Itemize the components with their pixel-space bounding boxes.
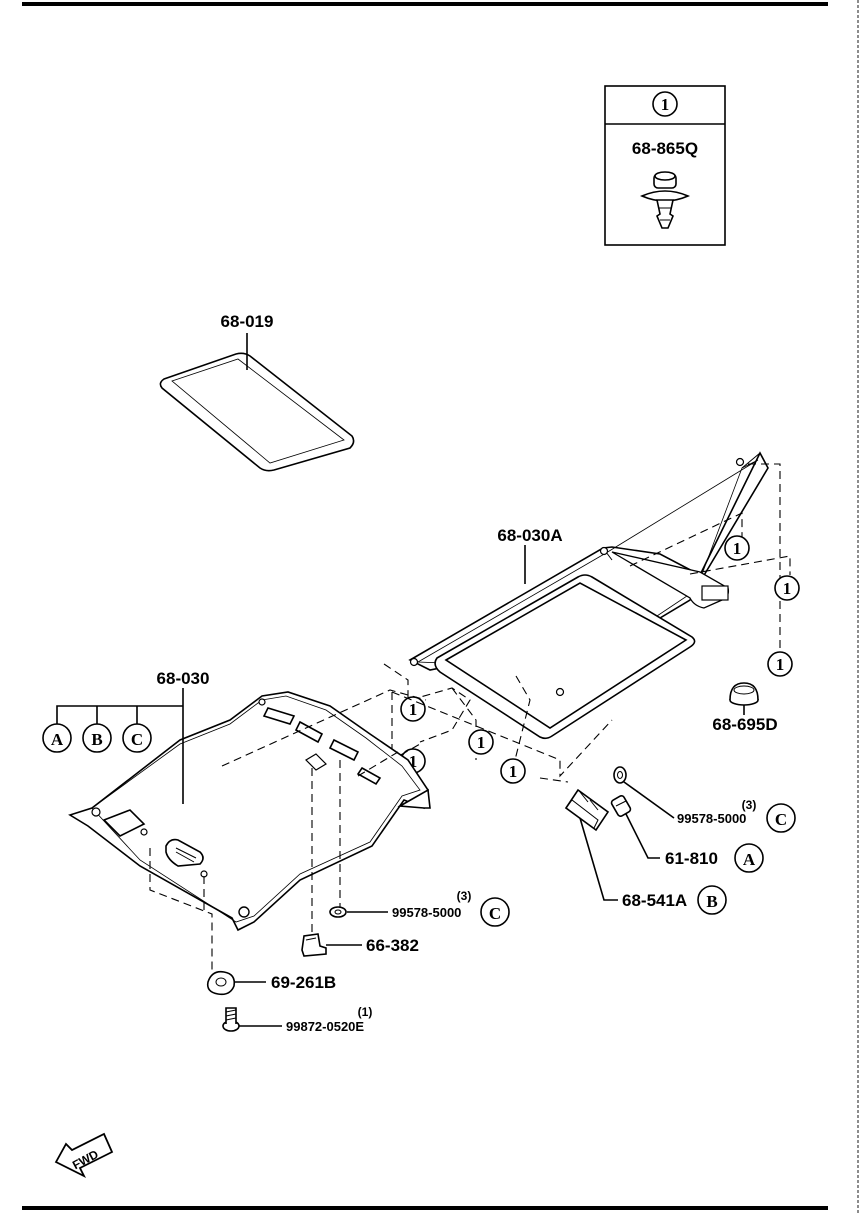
ring-right-leader <box>623 781 675 819</box>
ring-left-qty: (3) <box>457 889 472 903</box>
ref-1-circle-c <box>767 651 793 677</box>
ref-b-left: B <box>91 730 102 749</box>
forward-arrow-icon: FWD <box>54 1132 114 1179</box>
lamp-leader <box>625 813 660 859</box>
ref-c-circle-mid <box>480 897 510 927</box>
grommet-part-number: 69-261B <box>271 973 336 992</box>
ref-1-f: 1 <box>409 752 418 771</box>
ref-a-circle-right <box>734 843 764 873</box>
legend-ref-1: 1 <box>661 95 670 114</box>
bolt-qty: (1) <box>358 1005 373 1019</box>
ref-c-mid: C <box>489 904 501 923</box>
ref-b-circle-left <box>82 723 112 753</box>
clip-part-number: 68-865Q <box>632 139 698 158</box>
ref-a-left: A <box>51 730 64 749</box>
ref-1-circle-a <box>724 535 750 561</box>
holder-part-number: 68-541A <box>622 891 687 910</box>
ref-c-circle-left <box>122 723 152 753</box>
ref-a-right: A <box>743 850 756 869</box>
ref-1-e: 1 <box>477 733 486 752</box>
bracket-part <box>301 933 327 957</box>
ref-a-circle-left <box>42 723 72 753</box>
sunroof-headlining-part-number: 68-030A <box>497 526 562 545</box>
headlining-part <box>68 691 431 932</box>
legend-ref-1-circle <box>652 91 678 117</box>
grommet-part <box>206 970 236 996</box>
ref-1-b: 1 <box>783 579 792 598</box>
ref-1-c: 1 <box>776 655 785 674</box>
ring-right-part-number: 99578-5000 <box>677 811 746 826</box>
ref-c-left: C <box>131 730 143 749</box>
ref-c-right: C <box>775 810 787 829</box>
ref-1-circles: 1 1 1 1 1 1 1 <box>400 535 800 784</box>
ref-c-circle-right <box>766 803 796 833</box>
clip-legend-box: 1 68-865Q <box>604 85 726 246</box>
plug-part-number: 68-695D <box>712 715 777 734</box>
bolt-part-number: 99872-0520E <box>286 1019 364 1034</box>
ring-left-part <box>329 906 347 918</box>
ref-1-a: 1 <box>733 539 742 558</box>
ref-1-d: 1 <box>409 700 418 719</box>
holder-leader <box>579 817 618 901</box>
lamp-part-number: 61-810 <box>665 849 718 868</box>
lamp-part <box>610 795 632 817</box>
abc-bracket: A B C <box>42 705 183 753</box>
insulator-part-number: 68-019 <box>221 312 274 331</box>
ref-1-g: 1 <box>509 762 518 781</box>
bolt-part <box>222 1007 240 1032</box>
ref-b-right: B <box>706 892 717 911</box>
sunroof-headlining-part <box>408 451 769 740</box>
bracket-part-number: 66-382 <box>366 936 419 955</box>
ring-right-part <box>613 766 627 784</box>
ring-right-qty: (3) <box>742 798 757 812</box>
ref-1-circle-e <box>468 729 494 755</box>
headlining-clip-dashes <box>149 689 427 976</box>
ref-1-circle-g <box>500 758 526 784</box>
headlining-part-number: 68-030 <box>157 669 210 688</box>
ref-1-circle-b <box>774 575 800 601</box>
plug-part <box>729 682 759 706</box>
clip-icon <box>639 171 691 229</box>
ref-b-circle-right <box>697 885 727 915</box>
ring-left-part-number: 99578-5000 <box>392 905 461 920</box>
holder-part <box>564 788 610 832</box>
insulator-part <box>159 352 355 472</box>
